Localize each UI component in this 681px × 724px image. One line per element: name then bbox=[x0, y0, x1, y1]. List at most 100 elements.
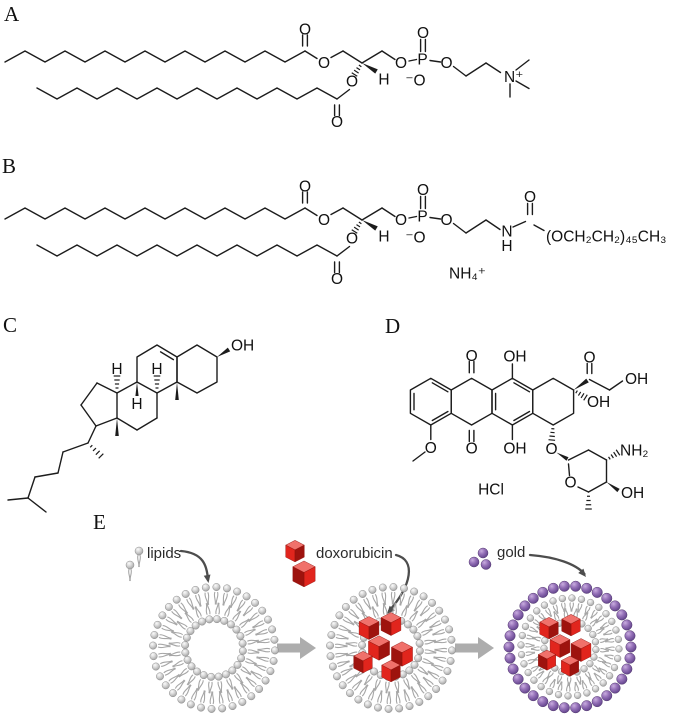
lipid-head bbox=[237, 654, 246, 663]
lipid-head bbox=[181, 648, 190, 657]
hash-bond bbox=[356, 67, 361, 71]
lipid-tail bbox=[553, 611, 560, 619]
lipid-head bbox=[524, 668, 532, 677]
lipid-tail bbox=[361, 684, 369, 697]
lipid-tail bbox=[373, 678, 379, 691]
lipid-tail bbox=[186, 598, 194, 610]
gold-nanoparticle bbox=[480, 559, 492, 570]
lipid-head bbox=[181, 641, 190, 650]
lipid-head bbox=[233, 660, 242, 669]
lipid-head bbox=[207, 672, 216, 681]
lipid-tail bbox=[232, 610, 241, 620]
lipid-head bbox=[205, 615, 214, 624]
lipid-tail bbox=[557, 681, 562, 691]
lipid-head bbox=[150, 631, 159, 639]
bond bbox=[515, 80, 530, 90]
lipid-tail bbox=[404, 689, 410, 701]
lipid-tail bbox=[383, 602, 388, 615]
lipid-tail bbox=[168, 654, 181, 657]
gold-nanoparticle bbox=[507, 663, 519, 675]
atom-label: O bbox=[440, 55, 452, 72]
gold-nanoparticle bbox=[512, 609, 524, 621]
lipid-tail bbox=[552, 605, 558, 614]
lipid-tail bbox=[363, 598, 371, 610]
lipid-tail bbox=[433, 656, 447, 660]
doxorubicin-cube bbox=[292, 560, 316, 588]
step-arrow bbox=[455, 637, 494, 659]
lipid-head bbox=[228, 666, 237, 675]
lipid-head bbox=[151, 662, 160, 671]
lipid-tail bbox=[207, 592, 210, 606]
bond-chain bbox=[36, 87, 338, 100]
lipid-head bbox=[327, 631, 336, 639]
lipid-tail bbox=[345, 651, 358, 656]
gold-nanoparticle bbox=[609, 600, 621, 612]
lipid-head bbox=[164, 603, 173, 611]
lipid-tail bbox=[196, 678, 202, 691]
lipid-tail bbox=[186, 674, 194, 686]
lipid-tail bbox=[208, 681, 210, 694]
lipid-head bbox=[161, 681, 170, 690]
lipid-head bbox=[584, 624, 592, 633]
lipid-tail bbox=[250, 671, 261, 680]
lipid-head bbox=[612, 626, 620, 634]
lipid-head bbox=[269, 657, 278, 665]
lipid-head bbox=[169, 689, 177, 698]
panel-a-label: A bbox=[4, 2, 20, 26]
lipid-head bbox=[149, 641, 157, 650]
bond bbox=[577, 486, 590, 493]
lipid-tail bbox=[410, 686, 417, 699]
panel-e-schematic bbox=[125, 540, 637, 714]
bond bbox=[336, 88, 351, 100]
atom-label: N⁺ bbox=[504, 69, 523, 86]
lipid-head bbox=[432, 685, 441, 693]
bond bbox=[485, 219, 501, 231]
lipid-tail bbox=[409, 610, 418, 620]
lipid-head bbox=[363, 700, 372, 709]
lipid-tail bbox=[599, 622, 608, 629]
wedge-bond bbox=[362, 63, 378, 74]
atom-label: ⁻O bbox=[405, 230, 425, 247]
lipid-head bbox=[614, 635, 623, 644]
lipid-tail bbox=[171, 631, 182, 638]
lipid-head bbox=[554, 690, 563, 699]
lipid-tail bbox=[430, 664, 443, 671]
lipid-tail bbox=[228, 678, 234, 690]
wedge-bond bbox=[362, 220, 378, 231]
lipid-head bbox=[182, 633, 191, 642]
lipid-tail bbox=[336, 634, 349, 639]
lipid-tail bbox=[595, 617, 605, 624]
lipid-head bbox=[212, 583, 221, 591]
caption-doxorubicin: doxorubicin bbox=[316, 545, 393, 562]
gold-nanoparticle bbox=[547, 582, 559, 594]
lipid-tail bbox=[547, 672, 554, 680]
lipid-tail bbox=[597, 628, 605, 635]
lipid-head bbox=[346, 689, 354, 698]
lipid-head bbox=[197, 703, 205, 712]
lipid-tail bbox=[417, 668, 429, 676]
lipid-tail bbox=[345, 642, 358, 644]
bond bbox=[567, 449, 590, 461]
lipid-tail bbox=[368, 687, 375, 700]
lipid-tail bbox=[579, 675, 582, 685]
lipid-head bbox=[335, 611, 344, 620]
lipid-head bbox=[545, 687, 554, 696]
lipid-tail bbox=[335, 652, 349, 655]
lipid-tail bbox=[411, 686, 419, 698]
lipid-head bbox=[540, 601, 549, 609]
lipid-tail bbox=[244, 660, 257, 666]
lipid-tail bbox=[561, 603, 565, 613]
lipid-tail bbox=[226, 605, 232, 618]
gold-nanoparticle bbox=[512, 673, 524, 685]
lipid-head bbox=[615, 645, 623, 653]
hash-bond bbox=[580, 393, 585, 399]
lipid-tail bbox=[549, 678, 556, 687]
lipid-tail bbox=[236, 673, 244, 684]
lipid-tail bbox=[395, 602, 397, 615]
lipid-head bbox=[521, 622, 530, 631]
bond bbox=[533, 224, 545, 232]
lipid-tail bbox=[247, 649, 260, 653]
gold-nanoparticle bbox=[624, 630, 636, 642]
bond bbox=[513, 410, 531, 422]
lipid-tail bbox=[386, 681, 390, 694]
